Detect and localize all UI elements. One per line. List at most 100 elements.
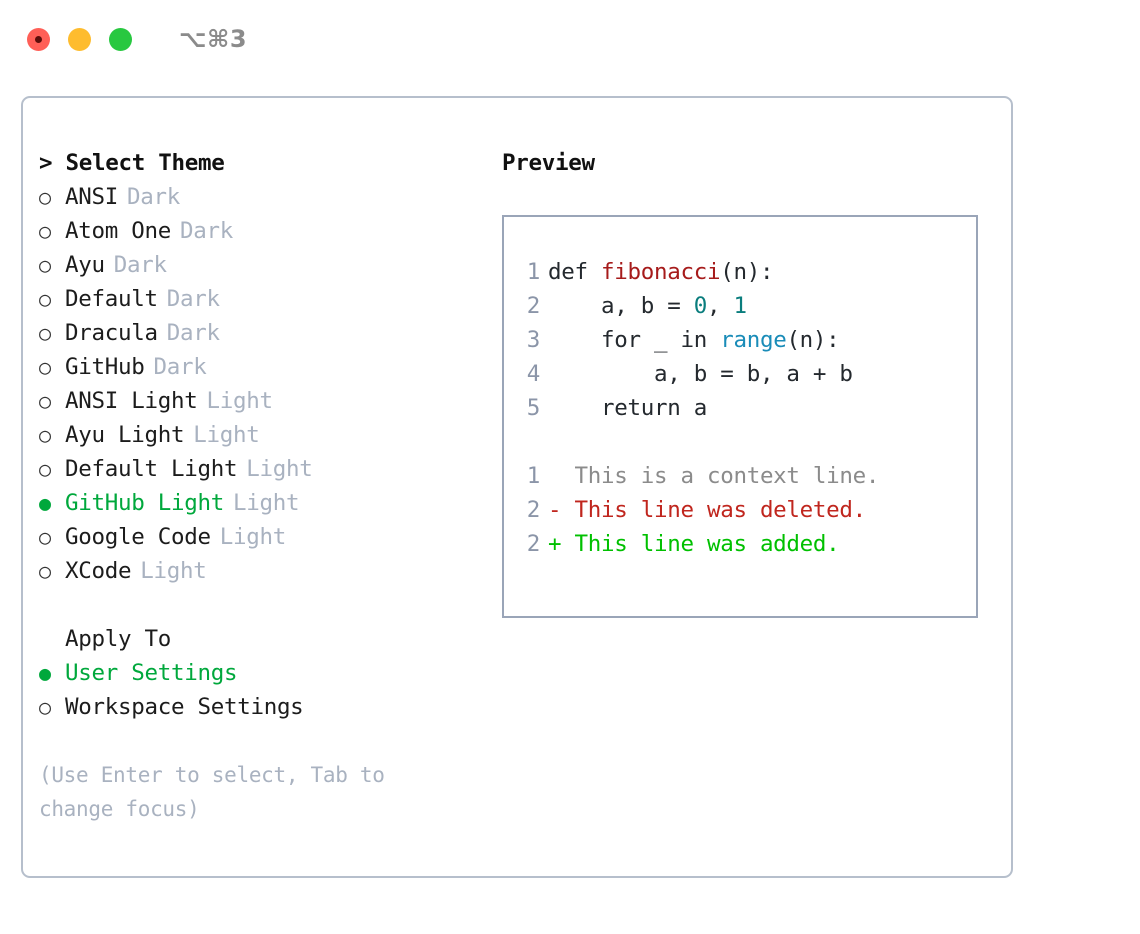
radio-unselected-icon: ○	[39, 457, 51, 481]
radio-unselected-icon: ○	[39, 559, 51, 583]
code-line: 4 a, b = b, a + b	[504, 357, 976, 391]
apply-to-option-label: Workspace Settings	[65, 694, 304, 720]
theme-option-google-code[interactable]: ○ Google Code Light	[39, 520, 479, 554]
theme-option-label: Default Light	[65, 456, 238, 482]
titlebar: ⌥⌘3	[0, 0, 1140, 78]
theme-option-label: Atom One	[65, 218, 171, 244]
minimize-button-icon[interactable]	[68, 27, 91, 51]
theme-option-category: Light	[232, 490, 300, 516]
radio-unselected-icon: ○	[39, 321, 51, 345]
code-token-plain: (n):	[720, 259, 774, 285]
code-line: 2 a, b = 0, 1	[504, 289, 976, 323]
radio-selected-icon: ●	[39, 491, 51, 515]
code-line-number: 1	[526, 259, 541, 285]
code-token-num: 1	[733, 293, 747, 319]
radio-unselected-icon: ○	[39, 219, 51, 243]
apply-to-option-workspace-settings[interactable]: ○ Workspace Settings	[39, 690, 479, 724]
theme-option-default-light[interactable]: ○ Default Light Light	[39, 452, 479, 486]
radio-unselected-icon: ○	[39, 423, 51, 447]
apply-to-list: ● User Settings ○ Workspace Settings	[39, 656, 479, 724]
theme-option-category: Dark	[166, 286, 220, 312]
code-line-number: 4	[526, 361, 541, 387]
code-token-fn: fibonacci	[601, 259, 721, 285]
diff-line-context: 1 This is a context line.	[504, 459, 976, 493]
code-line-text: return a	[548, 391, 707, 425]
code-line-number: 3	[526, 327, 541, 353]
diff-line-text: This is a context line.	[548, 463, 880, 489]
apply-to-option-user-settings[interactable]: ● User Settings	[39, 656, 479, 690]
code-token-plain: (n):	[786, 327, 840, 353]
theme-option-category: Dark	[166, 320, 220, 346]
maximize-button-icon[interactable]	[109, 27, 132, 51]
theme-option-ayu-light[interactable]: ○ Ayu Light Light	[39, 418, 479, 452]
radio-unselected-icon: ○	[39, 389, 51, 413]
diff-line-text: - This line was deleted.	[548, 497, 866, 523]
list-spacer	[39, 588, 479, 622]
traffic-lights	[27, 27, 132, 51]
theme-option-label: Ayu	[65, 252, 105, 278]
theme-option-category: Light	[219, 524, 287, 550]
radio-unselected-icon: ○	[39, 185, 51, 209]
theme-option-label: GitHub	[65, 354, 145, 380]
radio-unselected-icon: ○	[39, 525, 51, 549]
theme-option-category: Light	[193, 422, 260, 448]
code-line: 5 return a	[504, 391, 976, 425]
diff-line-added: 2 + This line was added.	[504, 527, 976, 561]
code-token-kw: return a	[548, 395, 707, 421]
theme-option-dracula[interactable]: ○ Dracula Dark	[39, 316, 479, 350]
close-button-icon[interactable]	[27, 27, 50, 51]
code-token-plain: ,	[706, 293, 734, 319]
theme-option-label: Default	[65, 286, 158, 312]
theme-option-label: GitHub Light	[65, 490, 224, 516]
code-line-text: def fibonacci(n):	[548, 255, 774, 289]
theme-option-github[interactable]: ○ GitHub Dark	[39, 350, 479, 384]
theme-option-category: Light	[246, 456, 313, 482]
theme-option-label: Google Code	[65, 524, 211, 550]
code-token-num: 0	[693, 293, 708, 319]
theme-option-category: Dark	[153, 354, 207, 380]
diff-line-text: + This line was added.	[548, 531, 840, 557]
diff-line-number: 2	[526, 497, 541, 523]
code-line-number: 2	[526, 293, 541, 319]
radio-selected-icon: ●	[39, 661, 51, 685]
apply-to-option-label: User Settings	[65, 660, 238, 686]
theme-option-category: Dark	[113, 252, 167, 278]
diff-sample: 1 This is a context line. 2 - This line wa…	[504, 459, 976, 561]
diff-line-deleted: 2 - This line was deleted.	[504, 493, 976, 527]
code-line-text: a, b = b, a + b	[548, 357, 853, 391]
code-token-call: range	[720, 327, 787, 353]
code-token-kw: for _ in	[548, 327, 721, 353]
radio-unselected-icon: ○	[39, 695, 51, 719]
theme-option-github-light[interactable]: ● GitHub Light Light	[39, 486, 479, 520]
diff-line-number: 1	[526, 463, 541, 489]
code-line-text: a, b = 0, 1	[548, 289, 747, 323]
theme-option-category: Light	[206, 388, 273, 414]
theme-option-category: Dark	[127, 184, 180, 210]
theme-option-label: Dracula	[65, 320, 158, 346]
radio-unselected-icon: ○	[39, 355, 51, 379]
theme-picker-header: > Select Theme	[39, 150, 225, 176]
apply-to-title: Apply To	[65, 626, 171, 652]
theme-option-ansi-light[interactable]: ○ ANSI Light Light	[39, 384, 479, 418]
code-token-kw: def	[548, 259, 601, 285]
code-line-number: 5	[526, 395, 541, 421]
diff-line-number: 2	[526, 531, 541, 557]
code-line: 1 def fibonacci(n):	[504, 255, 976, 289]
code-line-text: for _ in range(n):	[548, 323, 840, 357]
code-diff-spacer	[504, 425, 976, 459]
code-line: 3 for _ in range(n):	[504, 323, 976, 357]
theme-option-label: Ayu Light	[65, 422, 185, 448]
theme-option-label: ANSI Light	[65, 388, 198, 414]
code-token-plain: a, b = b, a + b	[548, 361, 853, 387]
